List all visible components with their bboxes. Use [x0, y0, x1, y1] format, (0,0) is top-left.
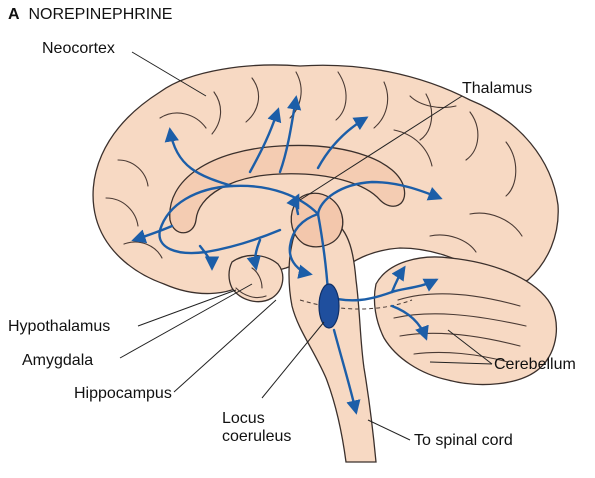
label-cerebellum: Cerebellum: [494, 356, 576, 374]
panel-letter: A: [8, 6, 20, 23]
panel-title: NOREPINEPHRINE: [28, 6, 172, 23]
label-thalamus: Thalamus: [462, 80, 532, 98]
label-amygdala: Amygdala: [22, 352, 93, 370]
thalamus-shape: [291, 193, 343, 246]
label-locus-line2: coeruleus: [222, 428, 291, 446]
label-locus-line1: Locus: [222, 410, 265, 428]
label-hippocampus: Hippocampus: [74, 385, 172, 403]
label-spinal-cord: To spinal cord: [414, 432, 513, 450]
panel-heading: A NOREPINEPHRINE: [8, 6, 172, 24]
label-neocortex: Neocortex: [42, 40, 115, 58]
locus-coeruleus-nucleus: [319, 284, 339, 328]
label-hypothalamus: Hypothalamus: [8, 318, 110, 336]
